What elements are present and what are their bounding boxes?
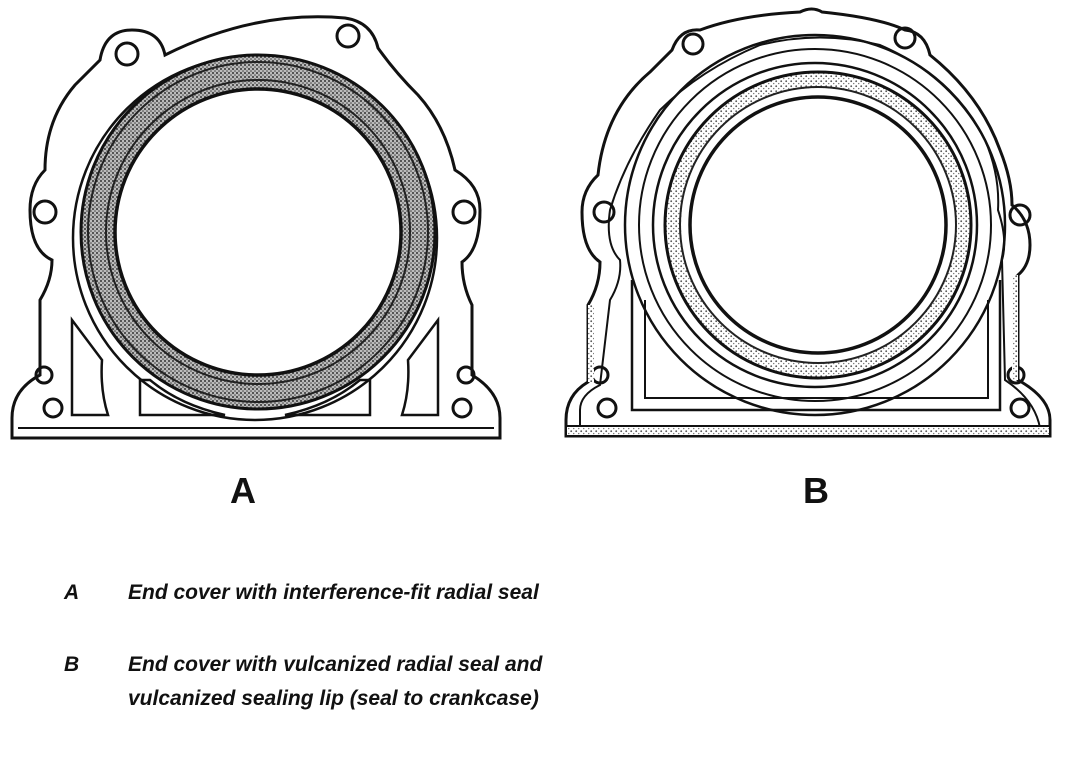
end-cover-a-outline bbox=[10, 15, 502, 440]
legend-text-a: End cover with interference-fit radial s… bbox=[128, 581, 539, 604]
figure-label-a: A bbox=[230, 470, 256, 511]
figure-label-b: B bbox=[803, 470, 829, 511]
legend-item-a: A End cover with interference-fit radial… bbox=[64, 576, 584, 644]
legend-text-b: End cover with vulcanized radial seal an… bbox=[128, 653, 543, 710]
end-cover-b-outline bbox=[564, 7, 1052, 438]
vulcanized-sealing-lip-b bbox=[565, 275, 1051, 437]
radial-seal-a bbox=[79, 53, 437, 411]
diagram-art bbox=[10, 7, 1052, 440]
legend-key-b: B bbox=[64, 653, 80, 676]
legend-item-b: B End cover with vulcanized radial seal … bbox=[64, 648, 584, 750]
radial-seal-b bbox=[663, 70, 973, 380]
legend-key-a: A bbox=[64, 581, 80, 604]
end-cover-b bbox=[564, 7, 1052, 438]
